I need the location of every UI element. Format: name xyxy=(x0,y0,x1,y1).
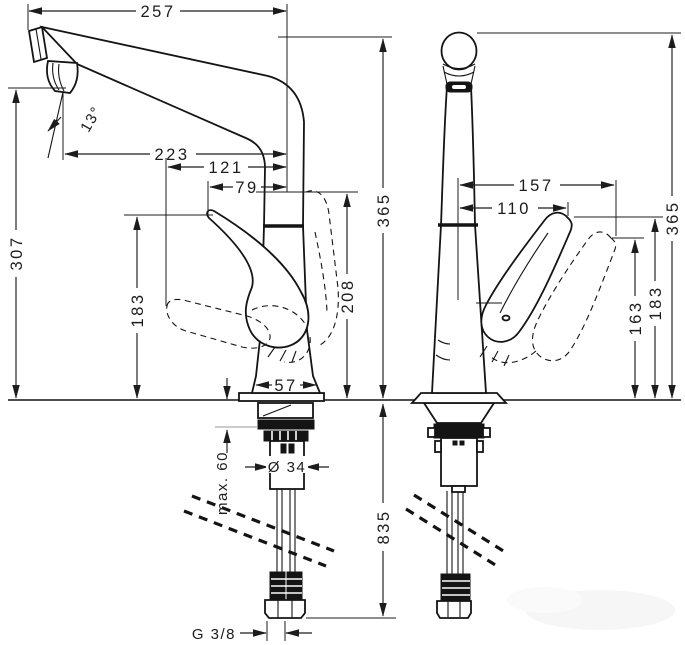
base-flange xyxy=(409,392,509,404)
dim-aerator-height: 307 xyxy=(8,235,26,270)
hex-nut xyxy=(264,599,306,619)
dim-handle-height-left: 183 xyxy=(129,292,147,327)
dim-body-height: 208 xyxy=(339,278,357,313)
front-view-body xyxy=(409,31,509,404)
dim-front-handle-offset: 110 xyxy=(497,200,531,218)
shading-hatch-left xyxy=(267,346,297,363)
aerator xyxy=(46,60,79,94)
pullout-hose-dashed xyxy=(413,493,506,554)
angle-reference-line xyxy=(47,91,64,159)
side-view-mounting-hardware xyxy=(183,402,335,619)
dim-front-handle-alt-offset: 157 xyxy=(518,177,553,195)
watermark xyxy=(507,587,675,630)
dim-clamp-max: max. 60 xyxy=(214,451,231,515)
dim-hose-length: 835 xyxy=(375,509,393,544)
mounting-nut-serration xyxy=(271,431,297,441)
handle-raised-dashed xyxy=(305,190,339,346)
dim-front-handle-height: 183 xyxy=(647,285,665,320)
dim-total-height-left: 365 xyxy=(375,192,393,227)
dim-aerator-reach: 223 xyxy=(154,146,189,164)
pullout-hose-dashed-2 xyxy=(405,507,498,568)
dim-front-handle-alt-height: 163 xyxy=(627,300,645,335)
handle-front-view xyxy=(476,211,573,343)
front-view-faucet xyxy=(405,31,617,619)
extension-lines xyxy=(8,4,681,641)
handle-alt-dashed xyxy=(166,298,311,363)
select-knob xyxy=(440,31,478,71)
dimensions: 257 13° 223 121 79 307 183 208 365 xyxy=(8,3,682,643)
front-view-mounting-hardware xyxy=(405,402,506,619)
hose-couplings xyxy=(269,571,303,601)
spout-end-cap xyxy=(27,25,49,64)
dim-base-width: 57 xyxy=(274,377,297,395)
handle-side-view xyxy=(206,209,310,349)
shading-hatch-right xyxy=(479,345,510,367)
dim-hole-diameter: Ø 34 xyxy=(268,459,307,476)
threaded-shank xyxy=(440,437,478,487)
dim-spout-angle: 13° xyxy=(77,103,105,135)
handle-screw xyxy=(501,314,511,322)
hex-nut xyxy=(436,600,472,619)
dim-total-height-right: 365 xyxy=(664,200,682,235)
dim-thread-size: G 3/8 xyxy=(192,626,236,643)
dim-handle-reach: 79 xyxy=(235,179,258,197)
side-view-faucet xyxy=(27,25,339,619)
dim-handle-alt-reach: 121 xyxy=(208,159,243,177)
dim-spout-reach: 257 xyxy=(140,3,175,21)
hose-couplings xyxy=(440,573,471,602)
